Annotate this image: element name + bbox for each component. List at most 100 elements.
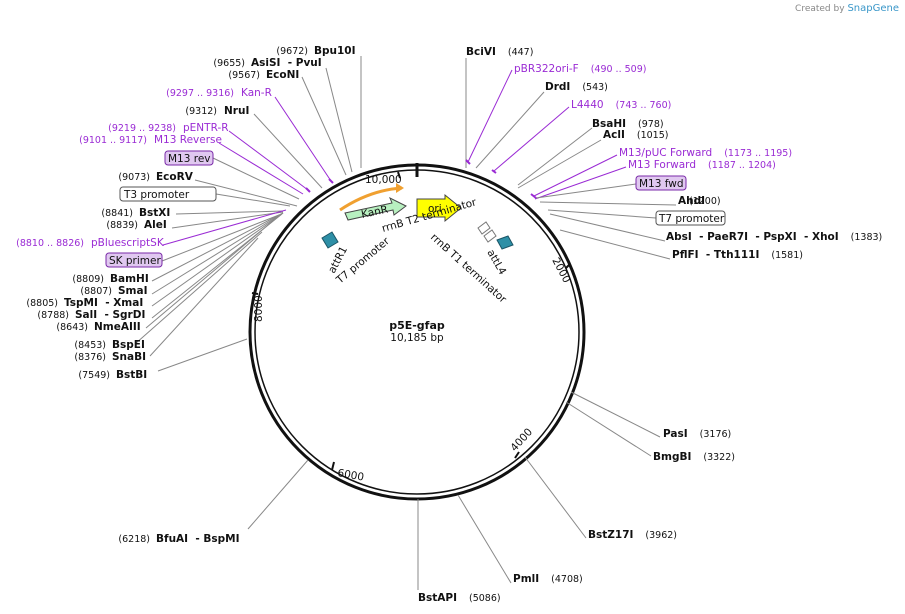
enzyme-bamhi[interactable]: (8809) BamHI bbox=[72, 273, 148, 285]
enzyme-pmli[interactable]: PmlI (4708) bbox=[513, 573, 583, 585]
svg-text:AsiSI - PvuI: AsiSI - PvuI bbox=[251, 57, 322, 69]
enzyme-bfuai-bspmi[interactable]: (6218) BfuAI - BspMI bbox=[118, 533, 239, 545]
enzyme-bspei[interactable]: (8453) BspEI bbox=[74, 339, 144, 351]
box-t7-promoter[interactable]: T7 promoter bbox=[655, 210, 726, 226]
enzyme-pasi[interactable]: PasI (3176) bbox=[663, 428, 731, 440]
svg-text:(8807): (8807) bbox=[80, 286, 112, 297]
svg-text:SK primer: SK primer bbox=[109, 255, 161, 267]
box-t3-promoter[interactable]: T3 promoter bbox=[119, 186, 217, 202]
svg-text:(3176): (3176) bbox=[700, 429, 732, 440]
primer-pentr-r[interactable]: (9219 .. 9238) pENTR-R bbox=[108, 122, 228, 134]
tick-label-6000: 6000 bbox=[336, 467, 364, 483]
tick-10000 bbox=[397, 171, 401, 179]
svg-text:(1200): (1200) bbox=[689, 196, 721, 207]
enzyme-bstbi[interactable]: (7549) BstBI bbox=[78, 369, 147, 381]
enzyme-bcivi[interactable]: BciVI (447) bbox=[466, 46, 533, 58]
enzyme-nmeaiii[interactable]: (8643) NmeAIII bbox=[56, 321, 140, 333]
svg-text:EcoRV: EcoRV bbox=[156, 171, 194, 183]
svg-text:pENTR-R: pENTR-R bbox=[183, 122, 229, 134]
rrnb-t2-feature bbox=[477, 221, 491, 235]
ori-label: ori bbox=[428, 203, 442, 215]
svg-text:BstAPI: BstAPI bbox=[418, 592, 457, 604]
tick-label-4000: 4000 bbox=[508, 426, 535, 454]
svg-text:(4708): (4708) bbox=[551, 574, 583, 585]
enzyme-bstxi[interactable]: (8841) BstXI bbox=[101, 207, 170, 219]
svg-text:AleI: AleI bbox=[144, 219, 167, 231]
svg-text:BfuAI - BspMI: BfuAI - BspMI bbox=[156, 533, 240, 545]
svg-text:PflFI - Tth111I: PflFI - Tth111I bbox=[672, 249, 759, 261]
svg-text:PmlI: PmlI bbox=[513, 573, 539, 585]
svg-text:M13/pUC Forward: M13/pUC Forward bbox=[619, 147, 712, 159]
svg-text:(490 .. 509): (490 .. 509) bbox=[591, 64, 647, 75]
enzyme-alei[interactable]: (8839) AleI bbox=[106, 219, 166, 231]
tick-8000 bbox=[251, 292, 259, 295]
enzyme-tspmi-xmai[interactable]: (8805) TspMI - XmaI bbox=[26, 297, 143, 309]
attr1-feature bbox=[321, 231, 339, 249]
svg-text:SnaBI: SnaBI bbox=[112, 351, 146, 363]
enzyme-bpu10i[interactable]: (9672) Bpu10I bbox=[276, 45, 355, 57]
box-m13-rev[interactable]: M13 rev bbox=[164, 150, 214, 166]
enzyme-asisi-pvui[interactable]: (9655) AsiSI - PvuI bbox=[213, 57, 321, 69]
svg-text:DrdI: DrdI bbox=[545, 81, 570, 93]
svg-text:(9101 .. 9117): (9101 .. 9117) bbox=[79, 135, 147, 146]
attl4-label: attL4 bbox=[484, 248, 508, 278]
enzyme-econi[interactable]: (9567) EcoNI bbox=[228, 69, 299, 81]
rrnb-t1-feature bbox=[483, 229, 497, 243]
tick-6000 bbox=[331, 461, 335, 471]
svg-text:(9219 .. 9238): (9219 .. 9238) bbox=[108, 123, 176, 134]
enzyme-pflfi-tth111i[interactable]: PflFI - Tth111I (1581) bbox=[672, 249, 803, 261]
svg-text:(978): (978) bbox=[638, 119, 664, 130]
svg-text:(8453): (8453) bbox=[74, 340, 106, 351]
svg-text:BciVI: BciVI bbox=[466, 46, 496, 58]
enzyme-bmgbi[interactable]: BmgBI (3322) bbox=[653, 451, 735, 463]
enzyme-bstapi[interactable]: BstAPI (5086) bbox=[418, 592, 501, 604]
enzyme-bsahi[interactable]: BsaHI (978) bbox=[592, 118, 664, 130]
svg-text:BstBI: BstBI bbox=[116, 369, 147, 381]
svg-text:pBluescriptSK: pBluescriptSK bbox=[91, 237, 165, 249]
box-sk-primer[interactable]: SK primer bbox=[105, 252, 163, 268]
svg-text:(3962): (3962) bbox=[645, 530, 677, 541]
svg-text:NruI: NruI bbox=[224, 105, 249, 117]
svg-text:(1187 .. 1204): (1187 .. 1204) bbox=[708, 160, 776, 171]
enzyme-sali-sgrdi[interactable]: (8788) SalI - SgrDI bbox=[37, 309, 145, 321]
primer-m13-puc-forward[interactable]: M13/pUC Forward (1173 .. 1195) bbox=[619, 147, 792, 159]
enzyme-drdi[interactable]: DrdI (543) bbox=[545, 81, 608, 93]
enzyme-absi-xhoi[interactable]: AbsI - PaeR7I - PspXI - XhoI (1383) bbox=[666, 231, 882, 243]
svg-text:(8376): (8376) bbox=[74, 352, 106, 363]
svg-text:(6218): (6218) bbox=[118, 534, 150, 545]
svg-text:AclI: AclI bbox=[603, 129, 625, 141]
svg-text:(9567): (9567) bbox=[228, 70, 260, 81]
enzyme-ahdi[interactable]: AhdI . (1200) bbox=[678, 195, 721, 207]
tick-label-8000: 8000 bbox=[253, 295, 265, 322]
svg-text:BstZ17I: BstZ17I bbox=[588, 529, 633, 541]
svg-text:L4440: L4440 bbox=[571, 99, 604, 111]
primer-pbluescriptsk[interactable]: (8810 .. 8826) pBluescriptSK bbox=[16, 237, 165, 249]
primer-pbr322ori-f[interactable]: pBR322ori-F (490 .. 509) bbox=[514, 63, 646, 75]
tick-2000 bbox=[565, 263, 571, 269]
svg-text:(9312): (9312) bbox=[185, 106, 217, 117]
enzyme-nrui[interactable]: (9312) NruI bbox=[185, 105, 249, 117]
svg-text:EcoNI: EcoNI bbox=[266, 69, 299, 81]
svg-text:M13 rev: M13 rev bbox=[168, 153, 211, 165]
svg-text:(8809): (8809) bbox=[72, 274, 104, 285]
svg-text:M13 Reverse: M13 Reverse bbox=[154, 134, 222, 146]
enzyme-acli[interactable]: AclI (1015) bbox=[603, 129, 668, 141]
enzyme-snabi[interactable]: (8376) SnaBI bbox=[74, 351, 146, 363]
tick-4000 bbox=[514, 451, 520, 459]
svg-text:(8788): (8788) bbox=[37, 310, 69, 321]
svg-text:(8841): (8841) bbox=[101, 208, 133, 219]
primer-l4440[interactable]: L4440 (743 .. 760) bbox=[571, 99, 671, 111]
svg-text:BspEI: BspEI bbox=[112, 339, 145, 351]
enzyme-bstz17i[interactable]: BstZ17I (3962) bbox=[588, 529, 677, 541]
enzyme-smai[interactable]: (8807) SmaI bbox=[80, 285, 147, 297]
primer-kan-r[interactable]: (9297 .. 9316) Kan-R bbox=[166, 87, 272, 99]
svg-text:BamHI: BamHI bbox=[110, 273, 149, 285]
plasmid-name: p5E-gfap bbox=[389, 319, 445, 332]
primer-m13-reverse[interactable]: (9101 .. 9117) M13 Reverse bbox=[79, 134, 222, 146]
enzyme-ecorv[interactable]: (9073) EcoRV bbox=[118, 171, 193, 183]
box-m13-fwd[interactable]: M13 fwd bbox=[635, 175, 687, 191]
svg-text:T3 promoter: T3 promoter bbox=[123, 189, 190, 201]
primer-m13-forward[interactable]: M13 Forward (1187 .. 1204) bbox=[628, 159, 776, 171]
svg-text:(9073): (9073) bbox=[118, 172, 150, 183]
